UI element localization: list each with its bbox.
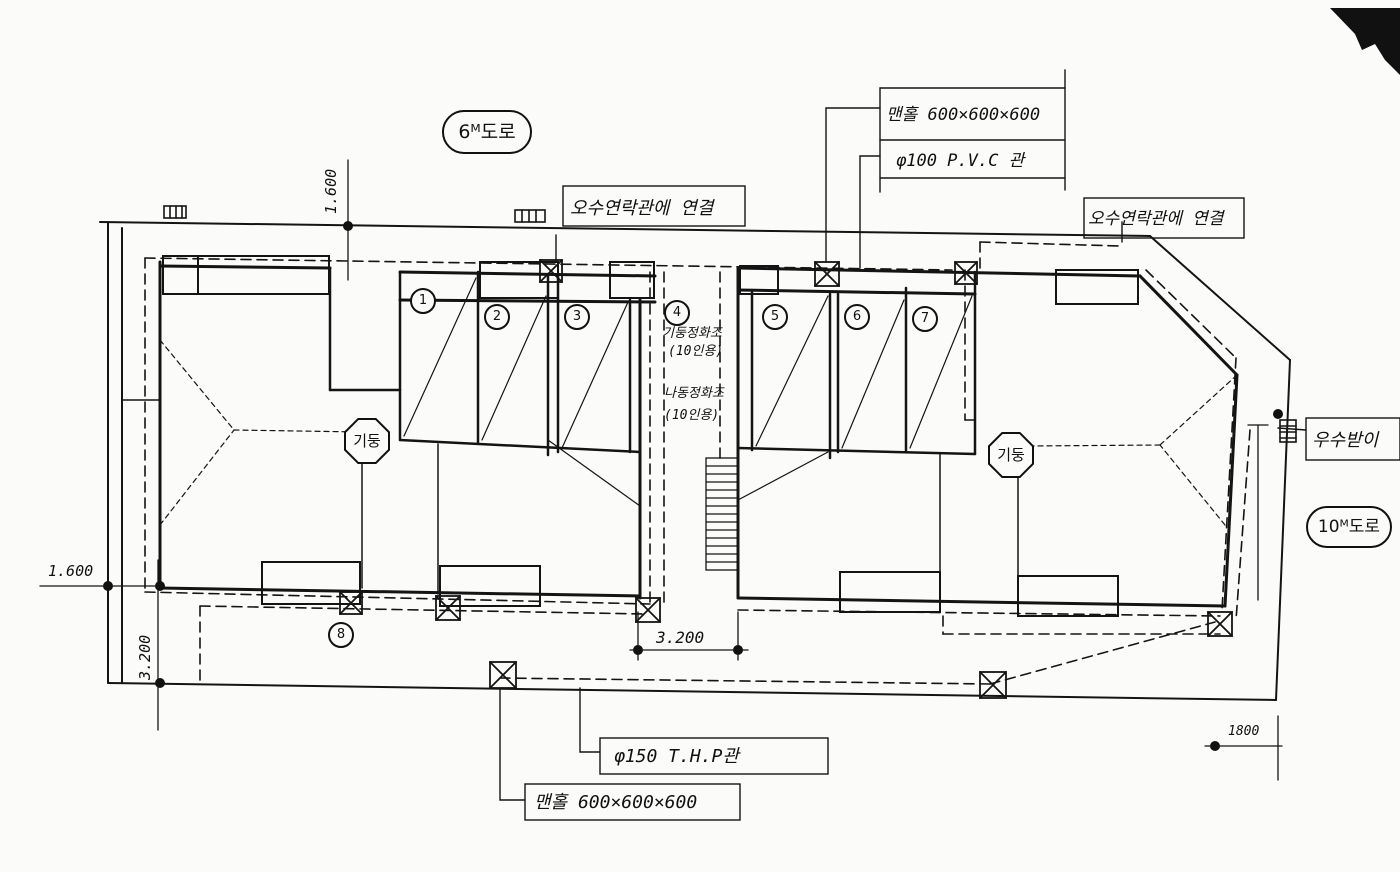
room-number-3: 3 — [564, 304, 590, 330]
pillar-left-label: 기둥 — [346, 420, 388, 462]
center-note-1: 기둥정화조 — [662, 326, 722, 341]
manhole-bottom-label: 맨홀 600×600×600 — [534, 792, 698, 813]
connect-right-label: 오수연락관에 연결 — [1088, 209, 1224, 229]
room-number-1: 1 — [410, 288, 436, 314]
room-number-4: 4 — [664, 300, 690, 326]
pillar-right-label: 기둥 — [990, 434, 1032, 476]
north-arrow-icon — [1330, 8, 1400, 75]
dim-stair-gap: 3.200 — [656, 628, 705, 647]
room-number-5: 5 — [762, 304, 788, 330]
interior-walls — [328, 266, 1019, 607]
dim-left-lower: 3.200 — [136, 634, 154, 680]
dim-left: 1.600 — [48, 562, 94, 580]
pillar-left-marker: 기둥 — [344, 418, 390, 464]
road-6m-label: 6ᴹ도로 — [442, 110, 532, 154]
connect-left-label: 오수연락관에 연결 — [570, 198, 714, 219]
thp-pipe-label: φ150 T.H.P관 — [614, 746, 739, 767]
site-boundary — [99, 221, 1291, 701]
room-number-8: 8 — [328, 622, 354, 648]
center-note-3: 나동정화조 — [664, 386, 724, 401]
leader-lines — [499, 69, 1400, 821]
drain-pipes — [144, 241, 1251, 685]
pillar-right-marker: 기둥 — [988, 432, 1034, 478]
room-number-6: 6 — [844, 304, 870, 330]
roof-hip-lines — [159, 339, 1238, 526]
building-outline — [158, 260, 1239, 608]
rain-receiver-label: 우수받이 — [1312, 430, 1379, 451]
room-number-7: 7 — [912, 306, 938, 332]
dim-bottom-right: 1800 — [1228, 724, 1260, 739]
center-note-4: (10인용) — [664, 408, 720, 423]
room-diagonals — [403, 277, 973, 507]
dimension-lines — [39, 159, 1283, 781]
manholes — [339, 259, 1233, 699]
center-note-2: (10인용) — [668, 344, 724, 359]
manhole-top-label: 맨홀 600×600×600 — [886, 105, 1041, 125]
dim-top: 1.600 — [322, 168, 340, 214]
pvc-pipe-label: φ100 P.V.C 관 — [896, 151, 1025, 171]
room-number-2: 2 — [484, 304, 510, 330]
grate-icons — [163, 205, 1297, 443]
road-10m-label: 10ᴹ도로 — [1306, 506, 1392, 548]
stair — [705, 457, 739, 571]
grid-points — [103, 221, 1283, 751]
